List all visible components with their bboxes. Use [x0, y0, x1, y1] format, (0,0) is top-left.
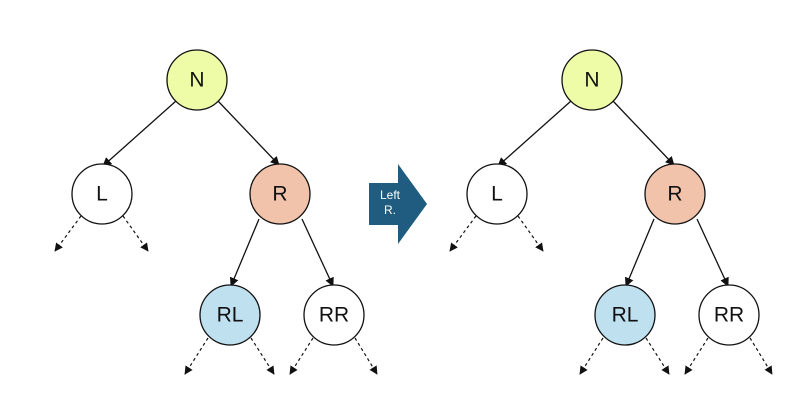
- svg-text:N: N: [584, 69, 599, 92]
- edge-r-to-rr: [696, 218, 729, 287]
- dashed-edge-rl-right: [645, 337, 670, 375]
- svg-text:L: L: [96, 183, 108, 206]
- arrow-label-line2: R.: [384, 203, 396, 217]
- svg-text:RR: RR: [319, 304, 349, 327]
- dashed-edge-rr-right: [354, 337, 378, 375]
- dashed-edge-rl-left: [579, 337, 604, 375]
- node-n: N: [561, 49, 623, 111]
- edge-n-to-r: [612, 100, 675, 166]
- node-rr: RR: [303, 284, 365, 346]
- svg-text:RL: RL: [612, 304, 639, 327]
- svg-text:N: N: [189, 69, 204, 92]
- tree-before: N L R RL RR: [54, 49, 378, 375]
- svg-text:RL: RL: [217, 304, 244, 327]
- dashed-edge-rr-left: [289, 337, 314, 375]
- arrow-label-line1: Left: [380, 188, 401, 202]
- node-n: N: [166, 49, 228, 111]
- svg-text:R: R: [272, 183, 287, 206]
- node-rl: RL: [594, 284, 656, 346]
- node-l: L: [466, 163, 528, 225]
- edge-n-to-l: [497, 100, 572, 167]
- edge-n-to-l: [102, 100, 177, 167]
- svg-text:L: L: [491, 183, 503, 206]
- node-l: L: [71, 163, 133, 225]
- node-r: R: [644, 163, 706, 225]
- dashed-edge-rr-left: [684, 337, 709, 375]
- edge-r-to-rr: [301, 218, 334, 287]
- arrow-shape: [369, 164, 427, 244]
- node-rr: RR: [698, 284, 760, 346]
- svg-text:RR: RR: [714, 304, 744, 327]
- dashed-edge-rl-left: [184, 337, 209, 375]
- dashed-edge-l-right: [122, 215, 149, 252]
- dashed-edge-rl-right: [250, 337, 275, 375]
- node-rl: RL: [199, 284, 261, 346]
- edge-r-to-rl: [624, 218, 655, 287]
- dashed-edge-l-right: [517, 215, 544, 252]
- edge-r-to-rl: [229, 218, 260, 287]
- node-r: R: [249, 163, 311, 225]
- dashed-edge-l-left: [449, 215, 477, 252]
- dashed-edge-l-left: [54, 215, 82, 252]
- left-rotation-arrow: Left R.: [369, 164, 427, 244]
- svg-text:R: R: [667, 183, 682, 206]
- tree-after: N L R RL RR: [449, 49, 773, 375]
- edge-n-to-r: [217, 100, 280, 166]
- dashed-edge-rr-right: [749, 337, 773, 375]
